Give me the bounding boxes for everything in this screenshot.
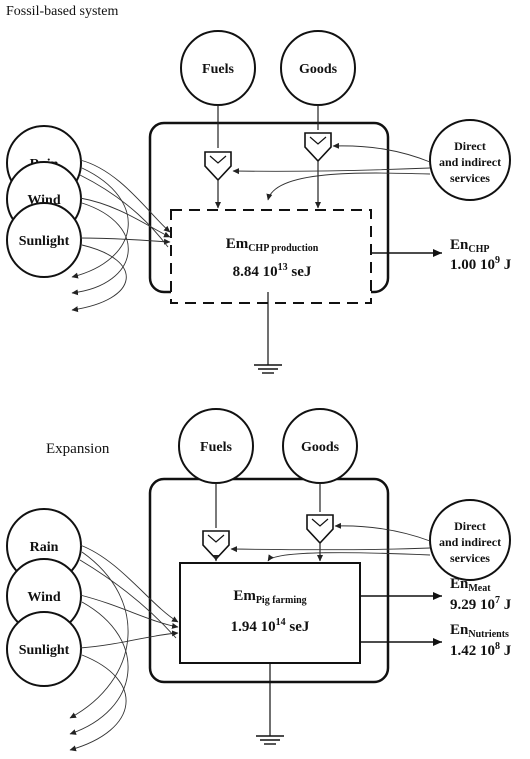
svg-text:Sunlight: Sunlight	[19, 234, 70, 249]
svg-text:Wind: Wind	[27, 590, 60, 605]
panel-fossil-based-system: Fossil-based system Fuels Goods Direct a…	[6, 4, 512, 374]
svg-text:EmPig farming: EmPig farming	[233, 588, 306, 606]
panel-label: Expansion	[46, 441, 110, 457]
interaction-symbol-fuels	[204, 151, 232, 182]
svg-text:1.00 109 J: 1.00 109 J	[450, 255, 512, 273]
svg-text:services: services	[450, 551, 490, 565]
interaction-symbol-goods	[306, 514, 334, 545]
svg-text:EnCHP: EnCHP	[450, 237, 489, 255]
process-box-pig-farming	[179, 562, 361, 664]
svg-text:Direct: Direct	[454, 139, 486, 153]
svg-text:and indirect: and indirect	[439, 535, 501, 549]
svg-text:EmCHP production: EmCHP production	[226, 236, 319, 254]
process-box-chp	[170, 209, 372, 304]
flow-services-process	[266, 172, 431, 201]
panel-label: Fossil-based system	[6, 4, 119, 19]
svg-text:and indirect: and indirect	[439, 155, 501, 169]
panel-expansion: Expansion Fuels Goods Direct and indirec…	[6, 408, 512, 752]
process-label-pig-farming: EmPig farming 1.94 1014 seJ	[231, 588, 310, 635]
interaction-symbol-fuels	[202, 530, 230, 561]
svg-text:1.42 108 J: 1.42 108 J	[450, 641, 512, 659]
source-goods: Goods	[280, 30, 356, 106]
process-label-chp: EmCHP production 8.84 1013 seJ	[226, 236, 319, 280]
output-label-meat: EnMeat 9.29 107 J	[450, 576, 512, 613]
flow-services-process	[267, 552, 431, 562]
svg-text:1.94 1014 seJ: 1.94 1014 seJ	[231, 617, 310, 635]
svg-text:Rain: Rain	[30, 540, 59, 555]
output-label-chp: EnCHP 1.00 109 J	[450, 237, 512, 273]
output-label-nutrients: EnNutrients 1.42 108 J	[450, 622, 512, 659]
svg-text:EnNutrients: EnNutrients	[450, 622, 509, 640]
svg-text:Fuels: Fuels	[200, 440, 232, 455]
svg-text:8.84 1013 seJ: 8.84 1013 seJ	[233, 262, 312, 280]
svg-text:services: services	[450, 171, 490, 185]
svg-text:EnMeat: EnMeat	[450, 576, 491, 594]
source-services: Direct and indirect services	[429, 119, 511, 201]
flow-services-goods	[334, 522, 431, 542]
svg-text:9.29 107 J: 9.29 107 J	[450, 595, 512, 613]
svg-text:Fuels: Fuels	[202, 62, 234, 77]
source-services: Direct and indirect services	[429, 499, 511, 581]
source-goods: Goods	[282, 408, 358, 484]
svg-text:Goods: Goods	[299, 62, 338, 77]
svg-text:Sunlight: Sunlight	[19, 643, 70, 658]
source-fuels: Fuels	[178, 408, 254, 484]
source-fuels: Fuels	[180, 30, 256, 106]
flow-services-fuels	[232, 167, 431, 175]
source-wind: Wind	[6, 558, 82, 634]
source-sunlight: Sunlight	[6, 202, 82, 278]
interaction-symbol-goods	[304, 132, 332, 163]
svg-text:Direct: Direct	[454, 519, 486, 533]
source-sunlight: Sunlight	[6, 611, 82, 687]
svg-text:Goods: Goods	[301, 440, 340, 455]
system-boundary	[148, 477, 390, 684]
flow-services-fuels	[230, 546, 431, 553]
flow-services-goods	[332, 142, 431, 163]
